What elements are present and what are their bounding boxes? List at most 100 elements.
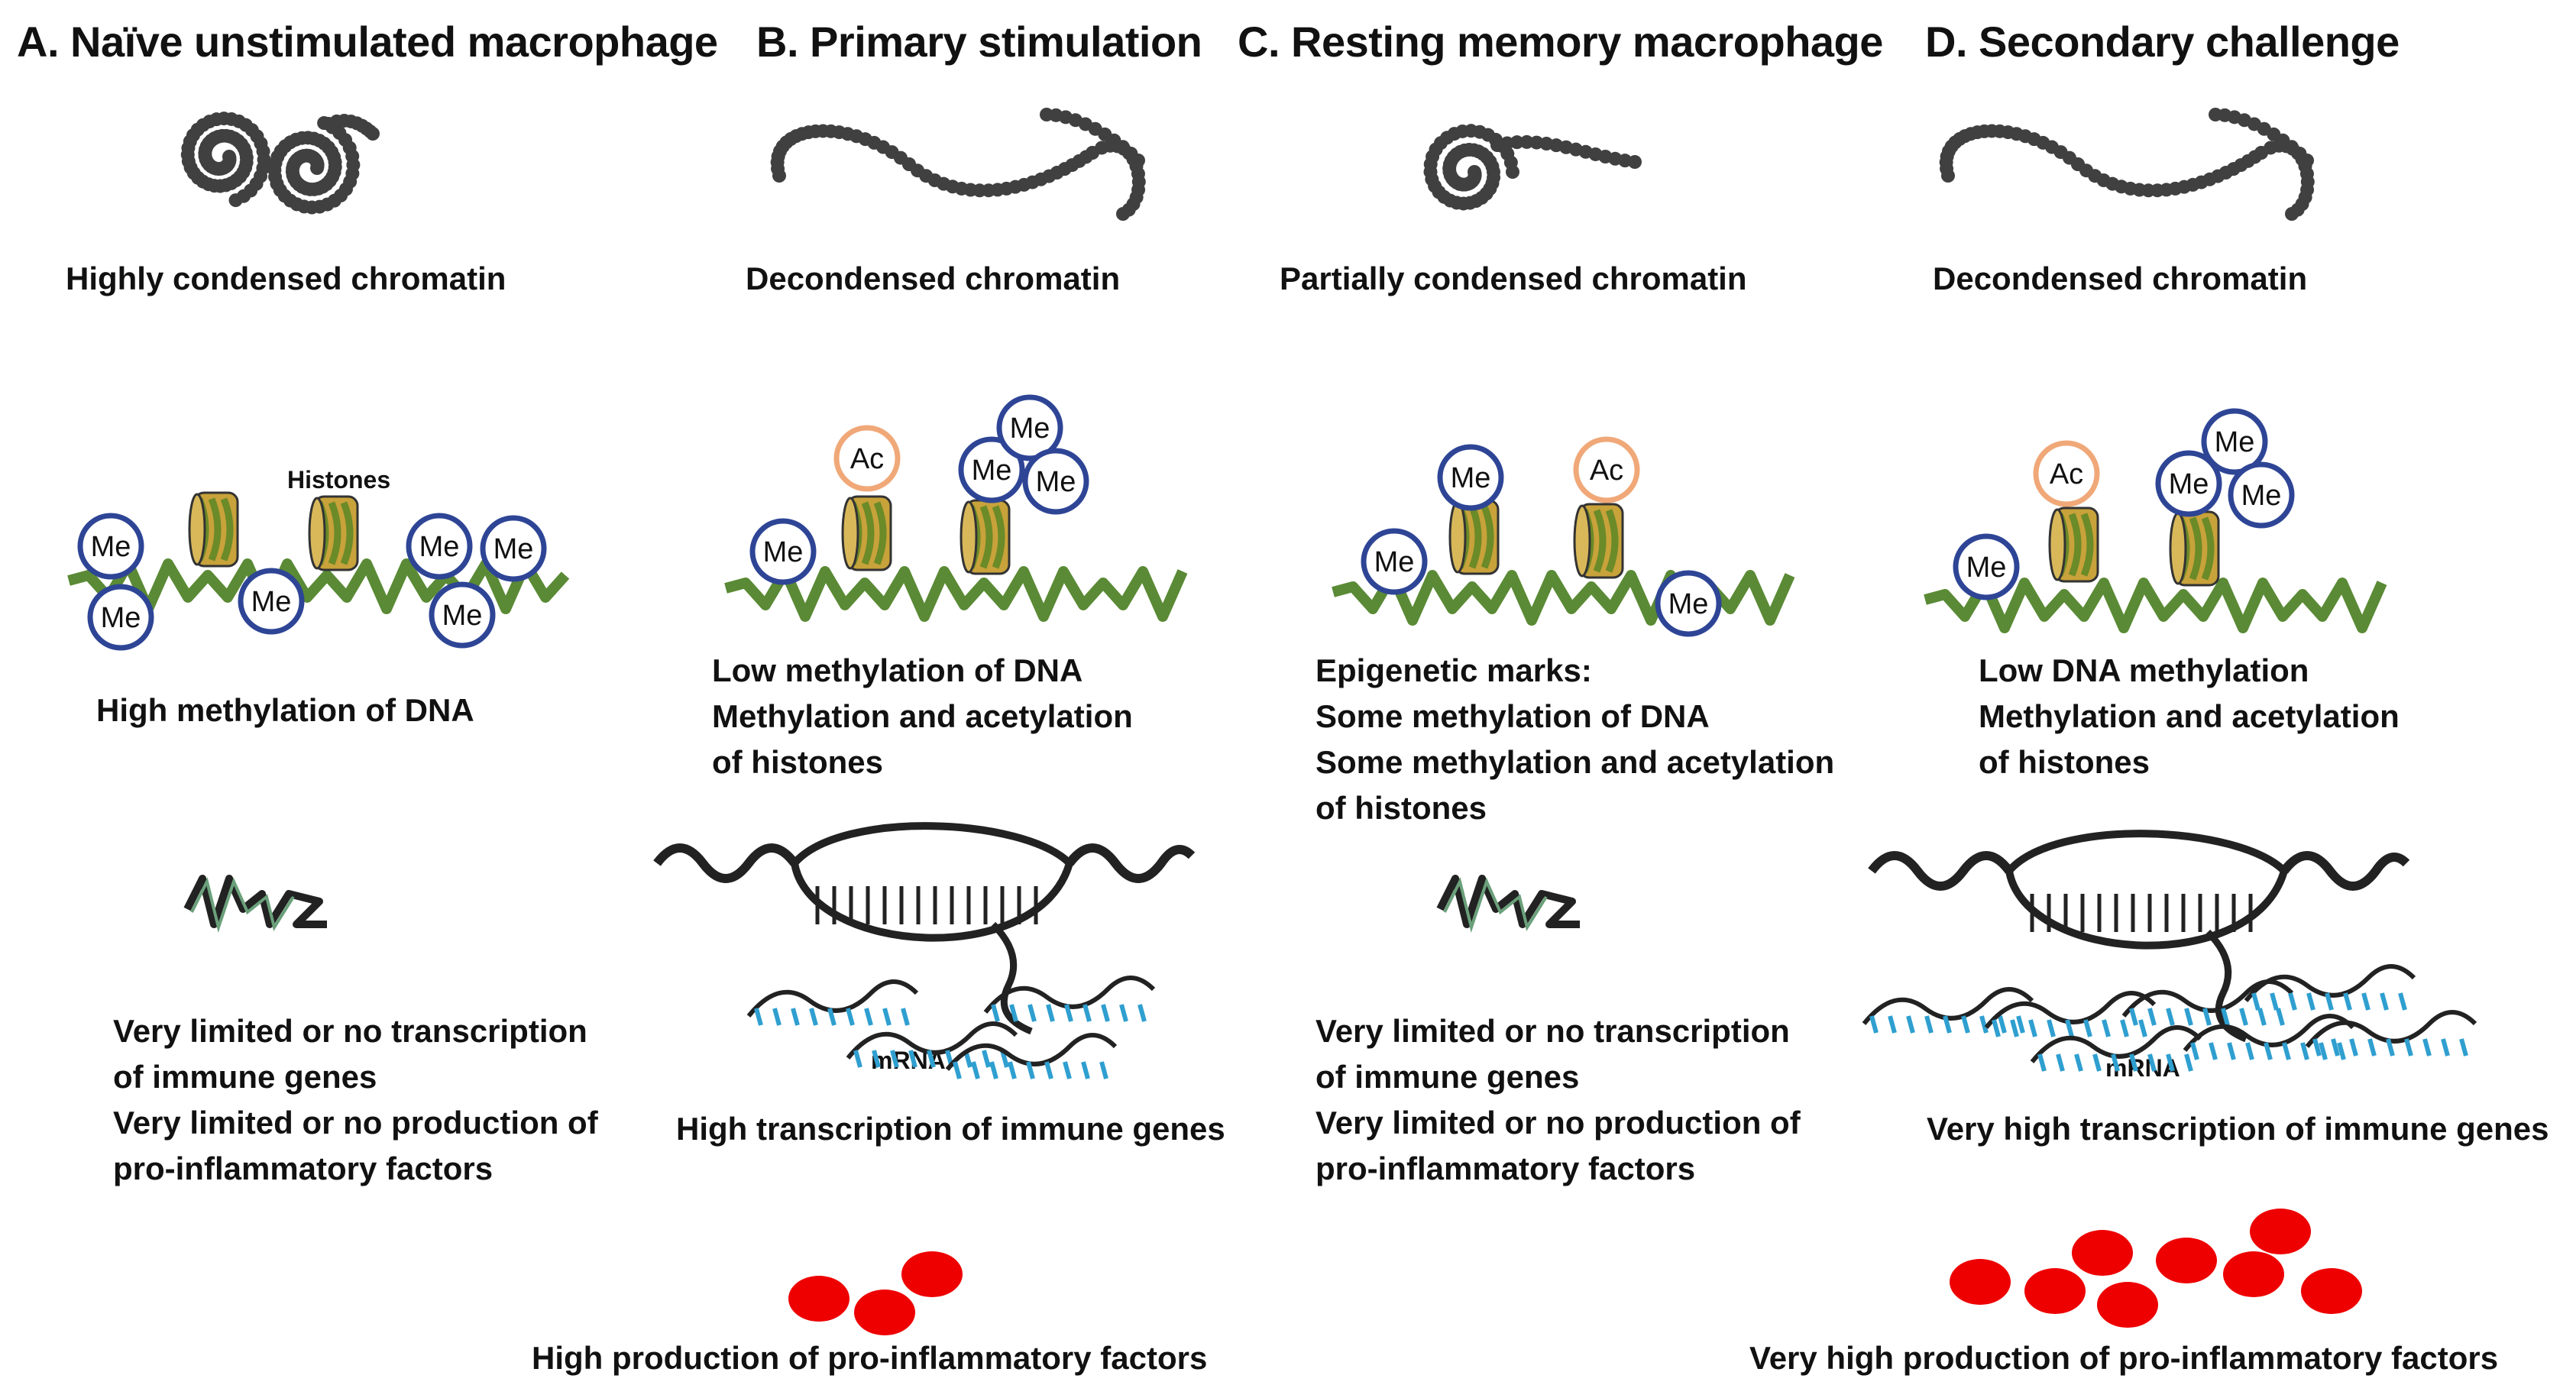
chromatin-bead [1519, 134, 1534, 149]
mrna-base [2092, 1053, 2102, 1072]
panel-d-transcription-caption: Very high transcription of immune genes [1927, 1106, 2549, 1152]
mrna-base [2190, 1042, 2199, 1060]
mrna-base [1998, 1015, 2007, 1034]
mrna-base [2227, 1042, 2236, 1060]
histone-face [188, 493, 206, 566]
mark-ring [1437, 444, 1504, 511]
mark-label: Me [91, 531, 131, 563]
mrna-base [853, 1050, 862, 1068]
pro-inflammatory-factor [788, 1276, 849, 1322]
mrna-base [827, 1008, 837, 1026]
chromatin-bead [2300, 154, 2314, 167]
methyl-mark: Me [406, 513, 473, 580]
gene-strand [791, 862, 1073, 942]
histone [188, 491, 239, 568]
mrna-strand [746, 979, 919, 1026]
panel-b-transcription-caption: High transcription of immune genes [676, 1106, 1225, 1152]
mrna-base [2404, 1038, 2413, 1057]
mrna-base [989, 1061, 998, 1079]
gene-strand [1436, 875, 1580, 928]
mark-label: Me [1668, 588, 1709, 620]
mark-ring [2155, 450, 2222, 517]
mark-ring [1573, 436, 1640, 503]
panel-b-chromatin-label: Decondensed chromatin [746, 261, 1121, 296]
gene-strand [183, 875, 327, 928]
acetyl-mark: Ac [1573, 436, 1640, 503]
mark-ring [429, 581, 496, 649]
caption-line: of histones [712, 744, 884, 780]
caption-line: Some methylation of DNA [1316, 698, 1710, 734]
mrna-base [2459, 1038, 2468, 1057]
mrna-base [2065, 1019, 2074, 1037]
histone-wrap [992, 505, 1005, 569]
mrna-base [1081, 1061, 1090, 1079]
mrna-base [2129, 1008, 2138, 1026]
caption-line: of immune genes [113, 1059, 377, 1095]
histone [2048, 506, 2099, 583]
mark-label: Me [1036, 466, 1076, 498]
caption-line: High methylation of DNA [96, 692, 474, 728]
mrna-base [1026, 1061, 1035, 1079]
mrna-base [1083, 1004, 1092, 1022]
caption-line: Very limited or no production of [113, 1105, 598, 1141]
histone [841, 495, 892, 571]
gene-strand [2280, 851, 2410, 891]
mrna-base [1924, 1015, 1934, 1034]
chromatin-bead [1116, 207, 1130, 221]
mrna-strand [2183, 1014, 2355, 1060]
histone-wrap [328, 501, 341, 565]
histone-face [960, 500, 978, 574]
panel-a-marks-caption: High methylation of DNA [96, 688, 474, 733]
methyl-mark: Me [1655, 570, 1722, 637]
mrna-backbone [2030, 1025, 2202, 1063]
histone-wrap [2189, 516, 2202, 581]
pro-inflammatory-factor [901, 1251, 963, 1297]
histone [308, 495, 359, 571]
mark-ring [406, 513, 473, 580]
panel-c-heading: C. Resting memory macrophage [1238, 18, 1883, 66]
mrna-backbone [2183, 1014, 2355, 1052]
mrna-strand [1984, 991, 2157, 1037]
dna-group [67, 558, 2387, 633]
mrna-base [2016, 1015, 2025, 1034]
closed-gene [1436, 875, 1580, 934]
methyl-mark: Me [2201, 408, 2268, 475]
gene-strand-highlight [1443, 877, 1548, 934]
mrna-base [2209, 1042, 2218, 1060]
histone-face [308, 497, 326, 570]
panel-b-heading: B. Primary stimulation [756, 18, 1202, 66]
gene-strand [990, 921, 1033, 1035]
mrna-base [1992, 1019, 2001, 1037]
mrna-base [1099, 1061, 1108, 1079]
pro-inflammatory-factor [2301, 1268, 2362, 1314]
mrna-base [872, 1050, 881, 1068]
panel-d-production-label: Very high production of pro-inflammatory… [1749, 1340, 2499, 1376]
gene-strand [1868, 851, 2013, 891]
mrna-base [1119, 1004, 1128, 1022]
mark-ring [77, 513, 144, 580]
mrna-strand [983, 976, 1156, 1022]
mrna-strand [2244, 964, 2416, 1011]
methyl-mark: Me [238, 568, 305, 635]
panel-b-marks-caption: Low methylation of DNA Methylation and a… [712, 648, 1133, 785]
mrna-base [2056, 1053, 2065, 1072]
mrna-base [1869, 1015, 1879, 1034]
mark-ring [749, 518, 817, 585]
panel-d-marks-caption: Low DNA methylation Methylation and acet… [1979, 648, 2400, 785]
mrna-backbone [1862, 987, 2034, 1025]
mrna-base [2251, 992, 2260, 1011]
histone-face [1573, 504, 1591, 578]
mrna-base [953, 1061, 962, 1079]
mrna-base [2282, 1042, 2291, 1060]
caption-line: pro-inflammatory factors [113, 1150, 494, 1186]
mrna-base [2300, 1042, 2309, 1060]
mark-ring [1953, 533, 2020, 600]
mark-label: Ac [850, 443, 884, 475]
caption-line: High transcription of immune genes [676, 1111, 1225, 1147]
acetyl-mark: Ac [833, 425, 901, 492]
mark-label: Ac [1590, 455, 1623, 487]
mrna-base [982, 1050, 991, 1068]
gene-strand [2006, 830, 2287, 874]
